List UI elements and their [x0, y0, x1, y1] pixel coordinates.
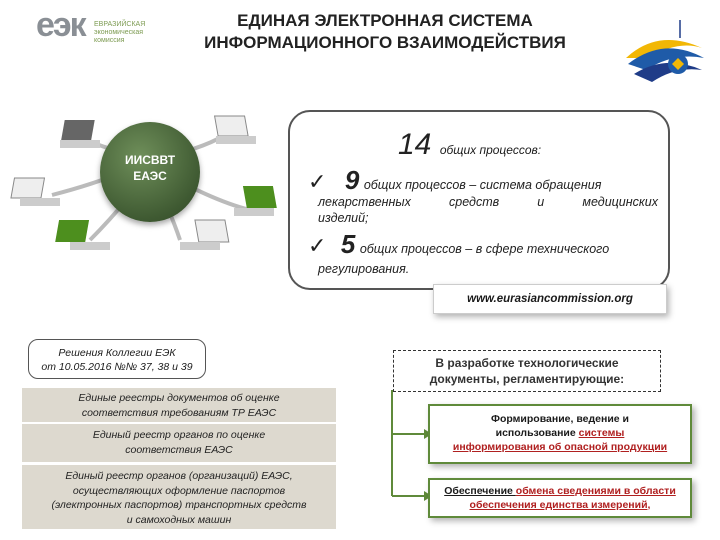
doc-line: Формирование, ведение и: [491, 413, 629, 425]
decisions-box: Решения Коллегии ЕЭК от 10.05.2016 №№ 37…: [28, 339, 206, 379]
item2-number: 5: [340, 229, 356, 259]
doc-line: Обеспечение обмена сведениями в области: [430, 484, 690, 498]
laptop-icon: [10, 177, 60, 206]
item2-text: общих процессов – в сфере технического: [359, 242, 610, 256]
registry-line: Единые реестры документов об оценке: [78, 392, 280, 404]
laptop-icon: [60, 120, 100, 148]
laptop-icon: [180, 219, 230, 250]
doc-item-measurement: Обеспечение обмена сведениями в области …: [428, 478, 692, 518]
item1-text: общих процессов – система обращения: [363, 178, 602, 192]
central-hub: ИИСВВТ ЕАЭС: [100, 122, 200, 222]
doc-link[interactable]: информирования об опасной продукции: [452, 441, 668, 453]
website-link[interactable]: www.eurasiancommission.org: [433, 284, 667, 314]
registry-item: Единый реестр органов (организаций) ЕАЭС…: [22, 465, 336, 529]
registry-item: Единый реестр органов по оценке соответс…: [22, 424, 336, 462]
logo-line: ЕВРАЗИЙСКАЯ: [94, 21, 146, 28]
registry-line: Единый реестр органов (организаций) ЕАЭС…: [65, 470, 293, 482]
registry-line: (электронных паспортов) транспортных сре…: [51, 499, 307, 511]
doc-link[interactable]: системы: [578, 427, 625, 439]
docs-heading-line: документы, регламентирующие:: [429, 372, 625, 386]
doc-link[interactable]: обеспечения единства измерений,: [469, 499, 651, 511]
registry-line: и самоходных машин: [126, 513, 232, 526]
decisions-line-2: от 10.05.2016 №№ 37, 38 и 39: [41, 361, 193, 373]
title-line-2: ИНФОРМАЦИОННОГО ВЗАИМОДЕЙСТВИЯ: [204, 33, 566, 52]
registry-item: Единые реестры документов об оценке соот…: [22, 388, 336, 422]
docs-heading-box: В разработке технологические документы, …: [393, 350, 661, 392]
doc-item-hazard-info: Формирование, ведение и использование си…: [428, 404, 692, 464]
logo-line: экономическая: [94, 29, 144, 36]
registry-line: соответствия требованиям ТР ЕАЭС: [81, 407, 277, 419]
check-icon: ✓: [308, 233, 327, 258]
laptop-icon: [234, 186, 277, 216]
doc-line: использование системы: [430, 426, 690, 440]
doc-link[interactable]: обмена сведениями в области: [515, 485, 676, 497]
logo-text: ЕВРАЗИЙСКАЯ экономическая комиссия: [94, 21, 174, 45]
title-line-1: ЕДИНАЯ ЭЛЕКТРОННАЯ СИСТЕМА: [237, 11, 533, 30]
registry-line: соответствия ЕАЭС: [125, 444, 233, 456]
processes-total: 14 общих процессов:: [398, 128, 541, 162]
hub-label-line: ЕАЭС: [133, 169, 167, 183]
item1-number: 9: [344, 165, 360, 195]
process-item-1: ✓ 9 общих процессов – система обращения: [308, 165, 658, 196]
item1-text-2: лекарственных средств и медицинских: [318, 195, 658, 209]
logo-line: комиссия: [94, 37, 125, 44]
laptop-icon: [55, 220, 110, 250]
doc-text: Обеспечение: [444, 485, 516, 497]
process-item-2: ✓ 5 общих процессов – в сфере техническо…: [308, 229, 658, 260]
total-text: общих процессов:: [439, 143, 542, 157]
eec-logo: еэк ЕВРАЗИЙСКАЯ экономическая комиссия: [36, 8, 176, 54]
registry-line: осуществляющих оформление паспортов: [72, 484, 286, 497]
processes-panel: [288, 110, 670, 290]
item2-text-2: регулирования.: [318, 262, 410, 276]
hub-label: ИИСВВТ ЕАЭС: [100, 152, 200, 184]
docs-heading-line: В разработке технологические: [435, 356, 619, 370]
eaeu-emblem-icon: [626, 20, 704, 82]
registry-line: Единый реестр органов по оценке: [92, 429, 266, 441]
logo-mark: еэк: [36, 6, 87, 44]
page-title: ЕДИНАЯ ЭЛЕКТРОННАЯ СИСТЕМА ИНФОРМАЦИОННО…: [150, 10, 620, 54]
item1-text-3: изделий;: [318, 211, 369, 225]
hub-label-line: ИИСВВТ: [124, 153, 176, 167]
decisions-line-1: Решения Коллегии ЕЭК: [58, 347, 176, 359]
check-icon: ✓: [308, 169, 327, 194]
total-number: 14: [398, 128, 432, 161]
laptop-icon: [213, 115, 256, 144]
doc-text: использование: [495, 427, 579, 439]
